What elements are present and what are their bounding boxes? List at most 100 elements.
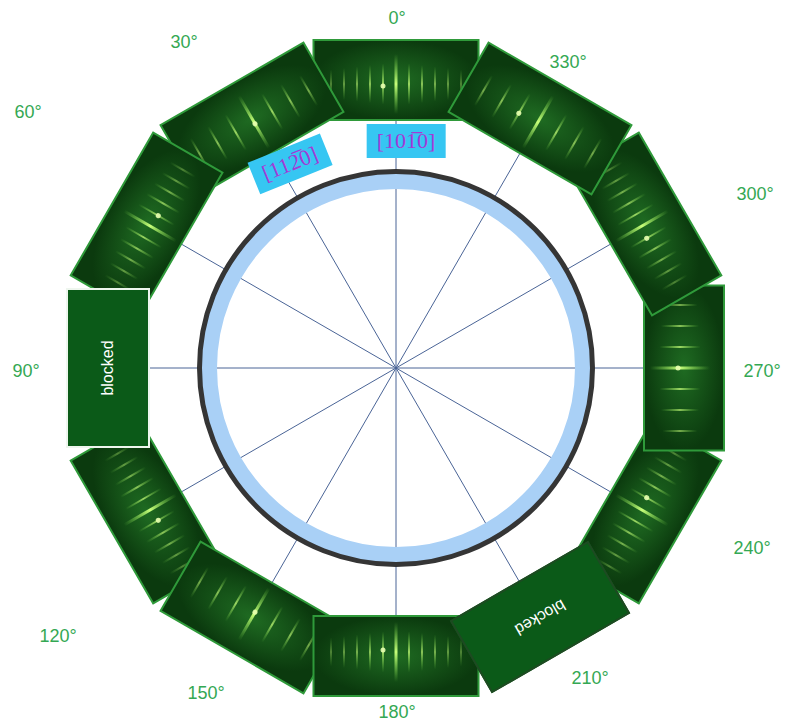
diffraction-streak <box>123 494 176 527</box>
diffraction-streak <box>602 546 631 564</box>
diffraction-streak <box>646 250 677 269</box>
diffraction-streak <box>660 346 701 348</box>
diffraction-streak <box>369 633 371 671</box>
direction-box: [101̅0] <box>367 124 446 158</box>
wafer-ring <box>209 181 583 555</box>
diffraction-streak <box>299 75 318 106</box>
diffraction-streak <box>650 367 710 370</box>
spoke-lines <box>146 118 646 618</box>
diffraction-streak <box>238 587 271 640</box>
diffraction-streak <box>474 75 493 106</box>
pattern-frame <box>449 43 632 195</box>
diffraction-streak <box>408 64 410 105</box>
wafer-edge <box>200 172 593 565</box>
diffraction-streak <box>154 534 185 553</box>
diffraction-streak <box>434 67 436 102</box>
diffraction-spot <box>643 494 650 501</box>
diffraction-streak <box>654 262 683 280</box>
diffraction-spot <box>381 648 386 653</box>
diffraction-streak <box>564 126 585 160</box>
angle-label: 0° <box>388 8 405 29</box>
diffraction-spot <box>381 84 386 89</box>
diffraction-streak <box>615 494 668 527</box>
diffraction-streak <box>661 325 699 327</box>
diffraction-streak <box>369 65 371 103</box>
angle-label: 270° <box>743 361 780 382</box>
angle-label: 330° <box>549 52 586 73</box>
diffraction-streak <box>154 183 185 202</box>
angle-label: 30° <box>170 32 197 53</box>
diffraction-streak <box>261 606 283 643</box>
diffraction-streak <box>602 172 631 190</box>
diffraction-spot <box>515 110 522 117</box>
diffraction-spot <box>676 366 681 371</box>
diffraction-streak <box>607 183 638 202</box>
diffraction-streak <box>261 93 283 130</box>
diffraction-streak <box>110 456 139 474</box>
diffraction-streak <box>545 114 567 151</box>
diffraction-streak <box>343 636 345 668</box>
diffraction-spot <box>252 120 259 127</box>
angle-label: 60° <box>14 102 41 123</box>
diffraction-streak <box>207 126 228 160</box>
diffraction-streak <box>395 622 398 682</box>
diffraction-streak <box>330 638 332 667</box>
node-text: blocked <box>512 596 569 639</box>
diffraction-streak <box>583 138 602 169</box>
diffraction-streak <box>395 54 398 114</box>
rheed-pattern <box>161 43 344 195</box>
diffraction-streak <box>421 633 423 671</box>
diffraction-streak <box>646 467 677 486</box>
spoke-line <box>396 368 646 369</box>
diffraction-spot <box>155 517 162 524</box>
diffraction-streak <box>607 534 638 553</box>
node-text: [101̅0] <box>377 128 436 154</box>
diffraction-streak <box>434 635 436 670</box>
diffraction-streak <box>207 576 228 610</box>
pattern-frame <box>161 43 344 195</box>
angle-label: 210° <box>571 668 608 689</box>
diffraction-streak <box>162 546 191 564</box>
diffraction-streak <box>162 172 191 190</box>
diffraction-streak <box>280 618 301 652</box>
diffraction-spot <box>155 212 162 219</box>
rheed-pattern <box>449 43 632 195</box>
diffraction-streak <box>408 632 410 673</box>
diffraction-streak <box>661 409 699 411</box>
diffraction-streak <box>661 274 687 290</box>
diffraction-streak <box>660 388 701 390</box>
angle-label: 120° <box>39 626 76 647</box>
diffraction-spot <box>252 609 259 616</box>
diffraction-streak <box>123 210 176 243</box>
diffraction-streak <box>663 430 698 432</box>
diffraction-streak <box>654 456 683 474</box>
angle-label: 180° <box>378 702 415 723</box>
diffraction-streak <box>280 84 301 118</box>
diffraction-streak <box>491 84 512 118</box>
diffraction-streak <box>190 567 209 598</box>
diffraction-streak <box>356 67 358 102</box>
diffraction-streak <box>421 65 423 103</box>
angle-label: 300° <box>736 184 773 205</box>
node-text: blocked <box>99 340 117 395</box>
diffraction-spot <box>643 235 650 242</box>
diffraction-streak <box>343 68 345 100</box>
angle-label: 90° <box>12 361 39 382</box>
blocked-panel: blocked <box>66 288 150 448</box>
diffraction-streak <box>615 210 668 243</box>
diffraction-streak <box>447 68 449 100</box>
spoke-line <box>146 368 396 369</box>
diffraction-streak <box>225 585 247 622</box>
diffraction-streak <box>447 636 449 668</box>
diffraction-streak <box>238 95 271 148</box>
diffraction-streak <box>356 635 358 670</box>
diffraction-streak <box>509 93 531 130</box>
diffraction-streak <box>104 446 130 462</box>
diffraction-streak <box>115 250 146 269</box>
angle-label: 240° <box>733 538 770 559</box>
spoke-line <box>396 368 397 618</box>
diffraction-streak <box>522 95 555 148</box>
angle-label: 150° <box>187 683 224 704</box>
diffraction-streak <box>169 162 195 178</box>
